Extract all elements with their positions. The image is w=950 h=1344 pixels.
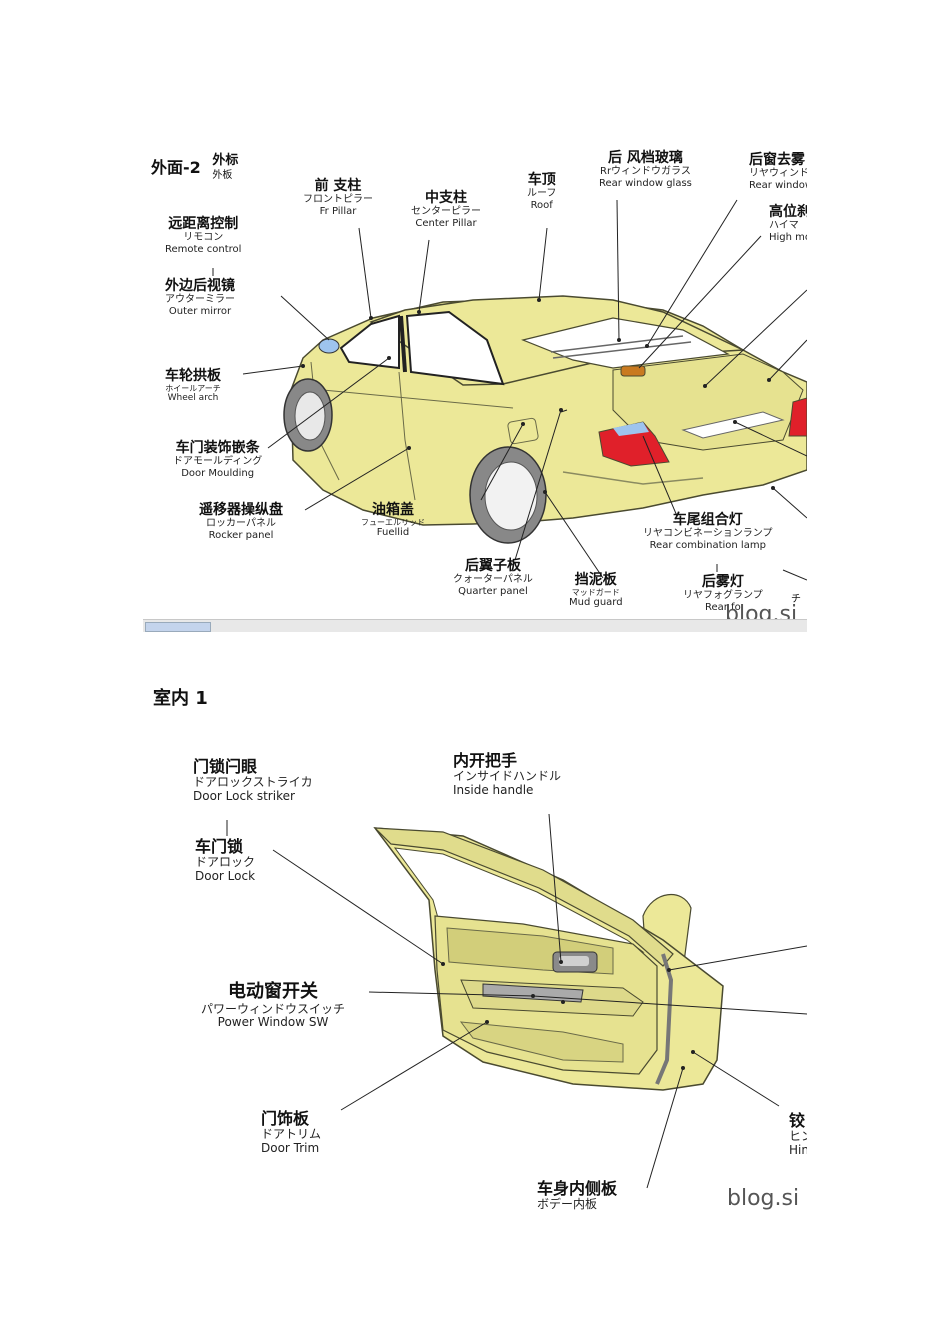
rear-lamp-right-shape [788,397,807,437]
exterior-title-sub: 外板 [212,170,233,182]
label-rocker-panel: 遥移器操纵盘 ロッカーパネル Rocker panel [199,502,283,541]
label-rear-combination-lamp: 车尾组合灯 リヤコンビネーションランプ Rear combination lam… [643,512,773,551]
horizontal-scrollbar[interactable] [143,619,807,632]
scrollbar-thumb[interactable] [145,622,211,632]
outer-mirror-shape [318,338,340,354]
label-door-lock: 车门锁 ドアロック Door Lock [195,837,256,884]
label-front-pillar: 前 支柱 フロントピラー Fr Pillar [303,178,373,217]
label-door-trim: 门饰板 ドアトリム Door Trim [261,1109,322,1156]
label-quarter-panel: 后翼子板 クォーターパネル Quarter panel [453,558,533,597]
label-high-mount-stop-lamp: 高位刹 ハイマ High mo [769,204,807,243]
rear-side-window [405,310,505,386]
label-hinge: 铰 ヒン Hin [789,1111,807,1158]
label-door-moulding: 车门装饰嵌条 ドアモールディング Door Moulding [173,440,263,479]
label-inside-handle: 内开把手 インサイドハンドル Inside handle [453,751,562,798]
interior-title: 室内 1 [153,688,208,709]
label-door-lock-striker: 门锁闩眼 ドアロックストライカ Door Lock striker [193,757,313,804]
exterior-diagram-panel: 外面-2 外标 外板 远距离控制 リモコン Remote control 外边后… [143,140,807,632]
label-remote-control: 远距离控制 リモコン Remote control [165,216,242,255]
door-interior-illustration [226,813,807,1189]
label-rear-fog-lamp: 后雾灯 リヤフォグランプ Rear fo [683,574,763,613]
label-power-window-switch: 电动窗开关 パワーウィンドウスイッチ Power Window SW [201,981,346,1030]
interior-diagram-panel: 门锁闩眼 ドアロックストライカ Door Lock striker 车门锁 ドア… [143,740,807,1230]
label-wheel-arch: 车轮拱板 ホイールアーチ Wheel arch [165,368,221,404]
car-exterior-illustration [212,199,807,581]
label-cut-off-partial: チ [791,594,801,605]
label-mud-guard: 挡泥板 マッドガード Mud guard [569,572,623,609]
label-center-pillar: 中支柱 センターピラー Center Pillar [411,190,481,229]
label-rear-window-defogger: 后窗去雾 リヤウィンドデ Rear window [749,152,807,191]
watermark-interior: blog.si [727,1186,800,1211]
exterior-title-cn: 外标 [212,153,239,168]
window-frame-shape [373,827,674,967]
label-roof: 车顶 ルーフ Roof [527,172,557,211]
label-body-inner-panel: 车身内侧板 ボデー内板 [537,1179,618,1212]
label-rear-window-glass: 后 风档玻璃 Rrウィンドウガラス Rear window glass [599,150,692,189]
front-side-window [339,314,400,370]
label-fuel-lid: 油箱盖 フューエルリッド Fuellid [361,502,425,539]
exterior-title: 外面-2 外标 外板 [151,153,239,183]
label-outer-mirror: 外边后视镜 アウターミラー Outer mirror [165,278,235,317]
exterior-title-prefix: 外面-2 [151,158,201,177]
